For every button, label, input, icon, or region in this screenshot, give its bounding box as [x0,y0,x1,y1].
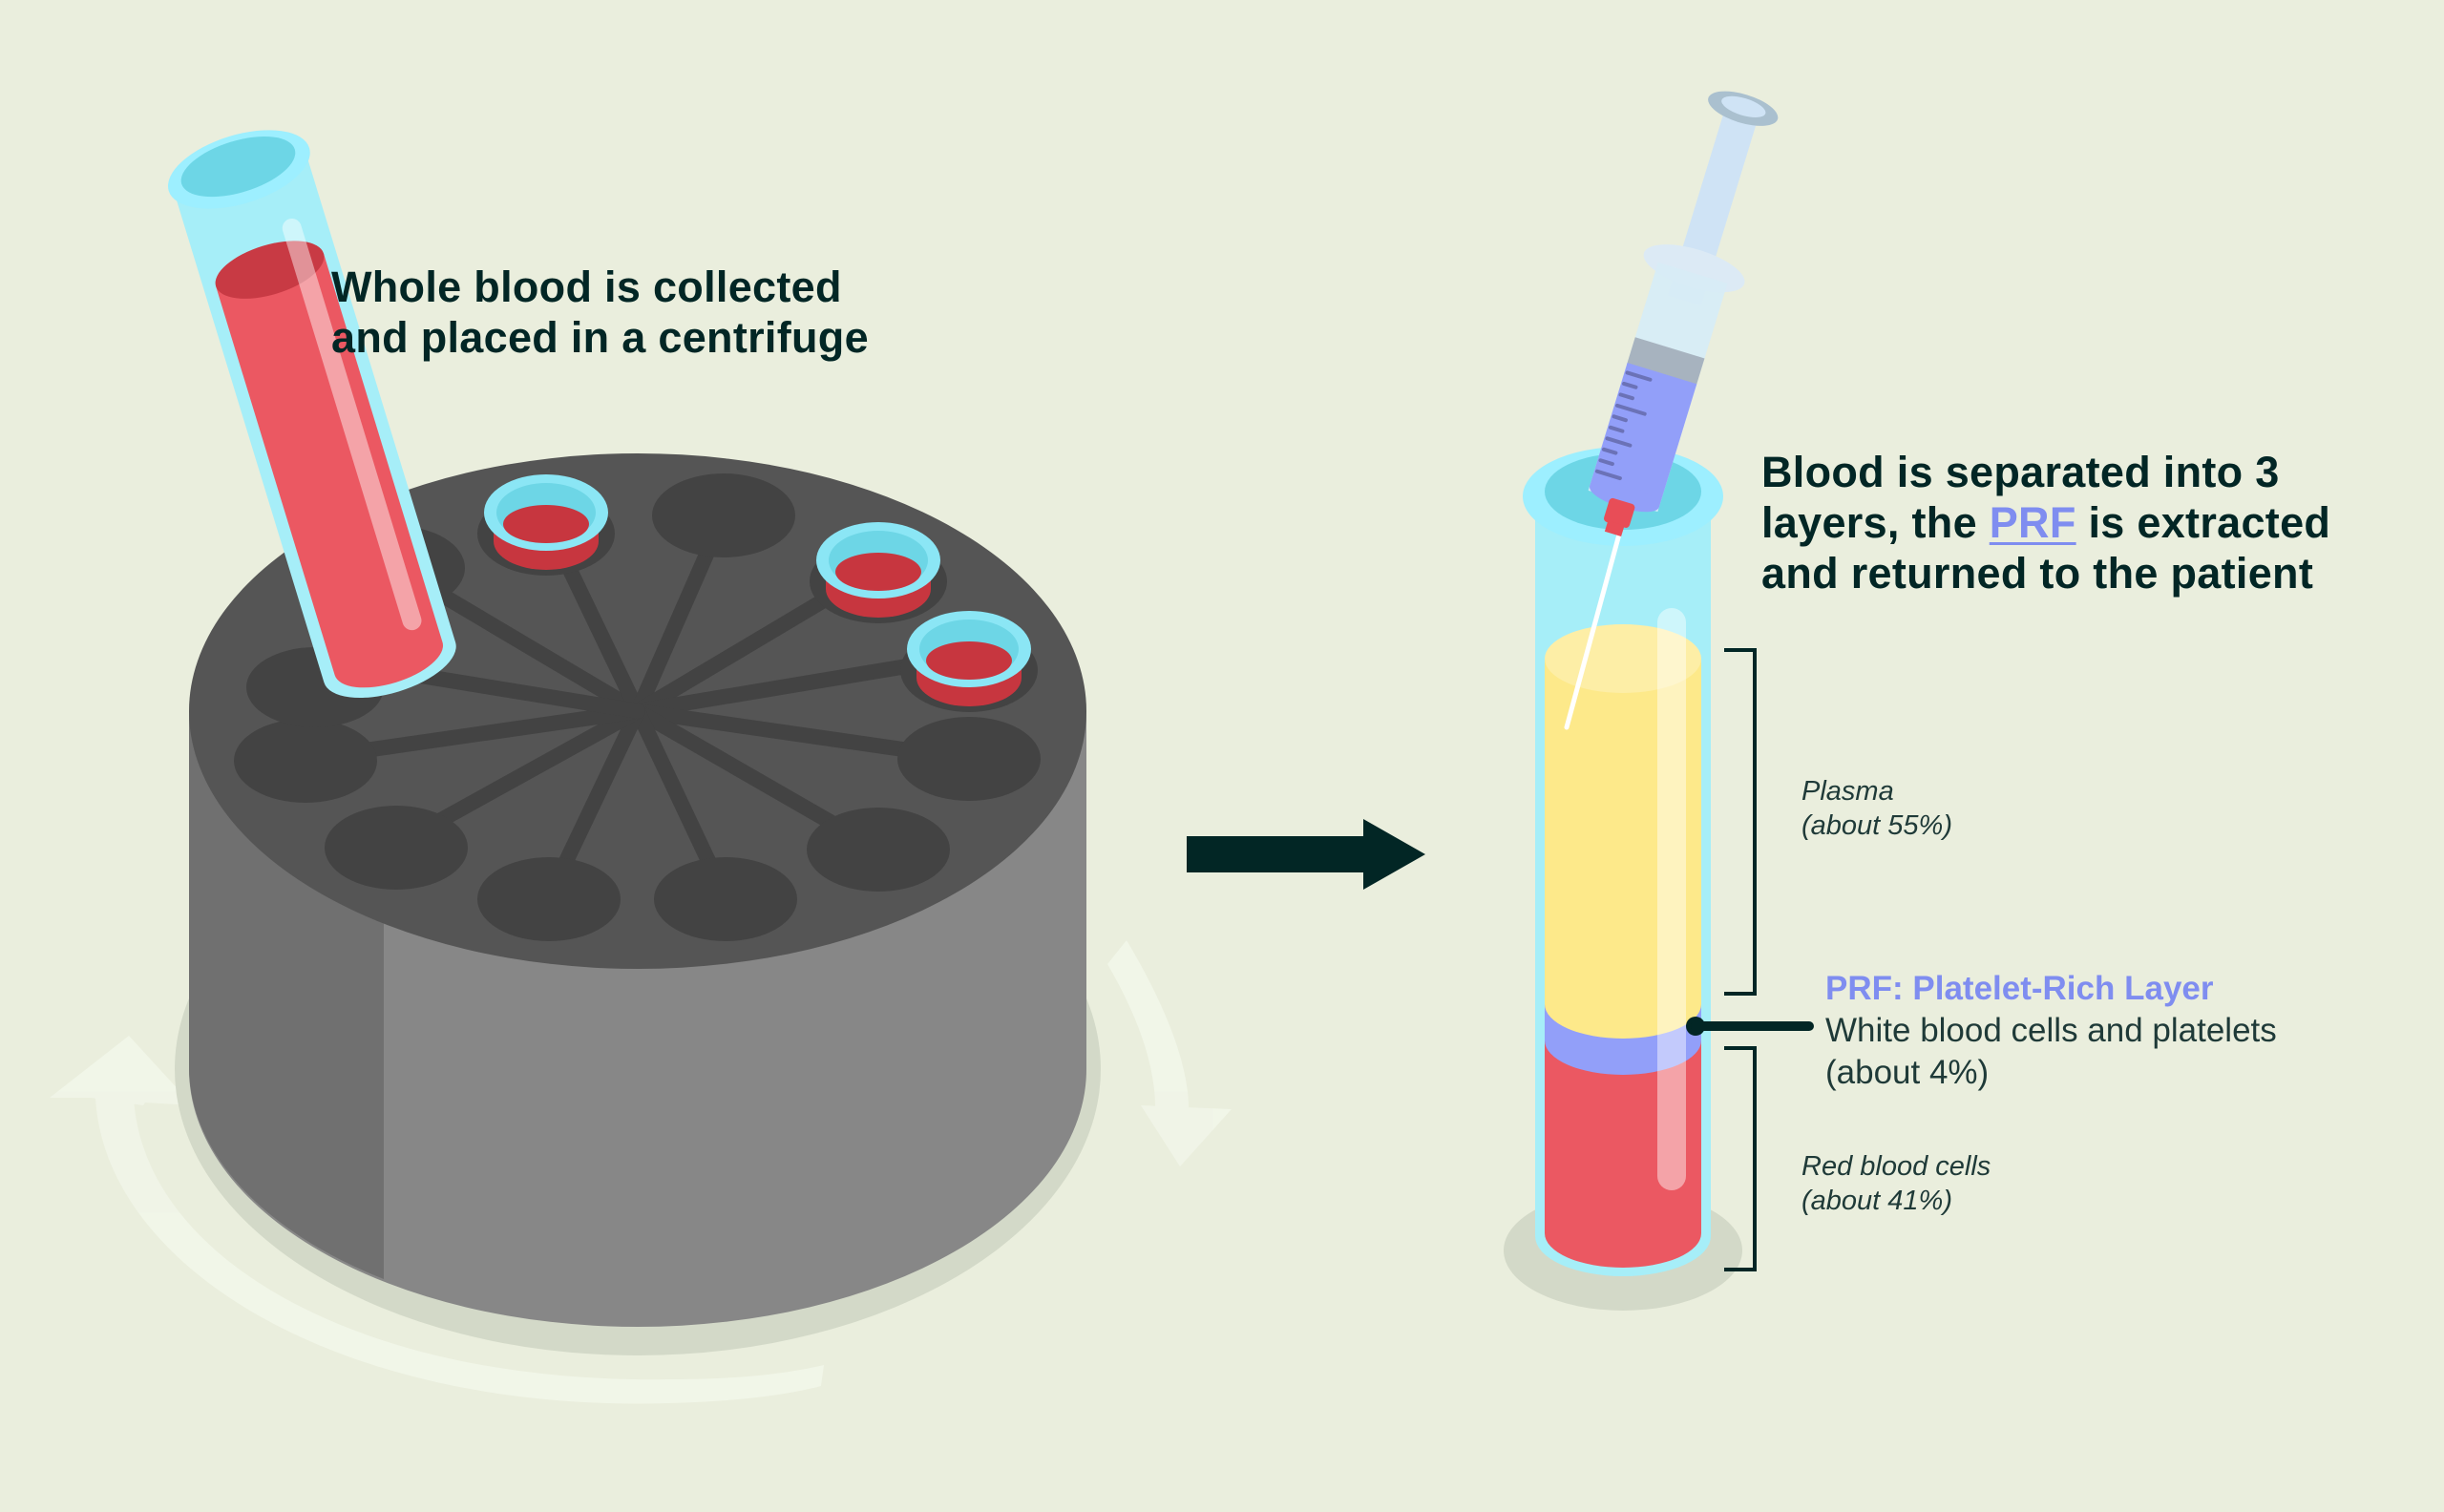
plasma-label: Plasma (about 55%) [1801,774,1952,843]
rotor-tube [810,522,947,623]
prf-link[interactable]: PRF [1989,498,2076,547]
step2-caption-line: Blood is separated into 3 [1761,448,2280,496]
plasma-name: Plasma [1801,776,1894,807]
rotor-tube [477,474,615,576]
caption-text: is extracted [2075,498,2331,547]
syringe-icon [1588,91,1779,537]
test-tube-icon [167,130,456,699]
step1-caption-line: and placed in a centrifuge [331,313,869,362]
plasma-share: (about 55%) [1801,810,1952,841]
prf-title: PRF: Platelet-Rich Layer [1825,970,2214,1007]
step2-caption-line: layers, the PRF is extracted [1761,497,2330,548]
pointer-prf [1686,1017,1814,1036]
bracket-plasma [1724,648,1757,996]
layer-plasma [1545,659,1701,1039]
centrifuge-icon [50,453,1232,1404]
plasma-surface [1545,624,1701,693]
prf-share: (about 4%) [1825,1054,1990,1091]
prf-description: White blood cells and platelets (about 4… [1825,1010,2277,1094]
needle [1564,517,1626,730]
red-cells-label: Red blood cells (about 41%) [1801,1149,1991,1218]
arrow-right-icon [1187,819,1425,890]
red-cells-share: (about 41%) [1801,1186,1952,1216]
rotation-arrows-icon [50,940,1232,1404]
separated-tube [1504,447,1742,1311]
prf-desc-text: White blood cells and platelets [1825,1012,2277,1049]
step2-caption-line: and returned to the patient [1761,549,2314,598]
rotor-tube [900,611,1038,712]
layer-red-cells [1545,1040,1701,1268]
caption-text: layers, the [1761,498,1990,547]
step1-caption-line: Whole blood is collected [331,262,842,311]
step1-caption: Whole blood is collected and placed in a… [331,262,869,363]
bracket-red-cells [1724,1046,1757,1271]
glass-highlight [1657,608,1686,1190]
red-cells-name: Red blood cells [1801,1151,1991,1182]
prf-label: PRF: Platelet-Rich Layer White blood cel… [1825,968,2277,1094]
step2-caption: Blood is separated into 3 layers, the PR… [1761,447,2330,598]
